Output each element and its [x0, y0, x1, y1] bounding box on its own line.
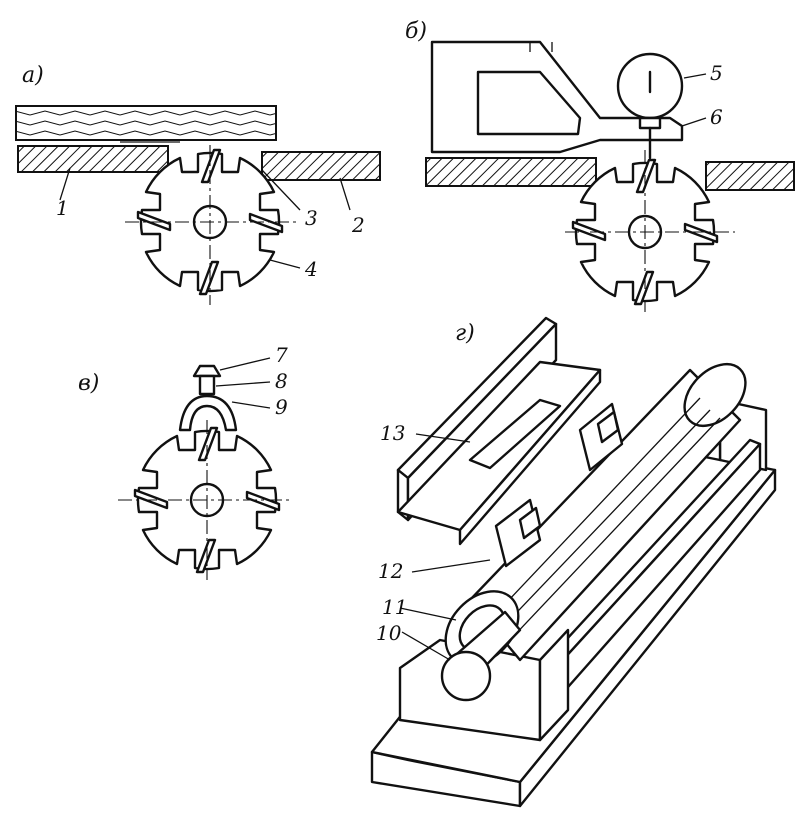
callout-1: 1: [56, 196, 69, 220]
panel-g: г): [370, 316, 777, 808]
rear-table: [261, 151, 381, 181]
panel-b-label: б): [405, 19, 427, 44]
rear-table-b: [705, 161, 795, 191]
workpiece: [15, 105, 277, 141]
callout-10: 10: [376, 621, 402, 645]
panel-a: а) 1 2 3 4: [15, 63, 381, 305]
front-table-b: [425, 157, 597, 187]
callout-11: 11: [382, 595, 407, 619]
panel-v: в) 7 8 9: [78, 343, 290, 580]
callout-6: 6: [710, 105, 723, 129]
panel-a-label: а): [22, 63, 44, 88]
callout-2: 2: [351, 213, 365, 237]
angle-bracket: [396, 316, 602, 546]
bracket: [178, 394, 238, 432]
callout-12: 12: [378, 559, 403, 583]
callout-5: 5: [710, 61, 723, 85]
callout-3: 3: [305, 206, 318, 230]
callout-7: 7: [275, 343, 288, 367]
knife-holders: [494, 402, 624, 568]
gauge-body: [430, 40, 684, 154]
panel-b: б) 5 6: [405, 19, 795, 312]
front-table: [17, 145, 169, 173]
callout-13: 13: [380, 421, 405, 445]
panel-g-label: г): [455, 321, 475, 346]
panel-v-label: в): [78, 371, 99, 396]
callout-4: 4: [304, 257, 318, 281]
callout-9: 9: [275, 395, 288, 419]
callout-8: 8: [275, 369, 288, 393]
adjust-screw: [192, 364, 222, 378]
